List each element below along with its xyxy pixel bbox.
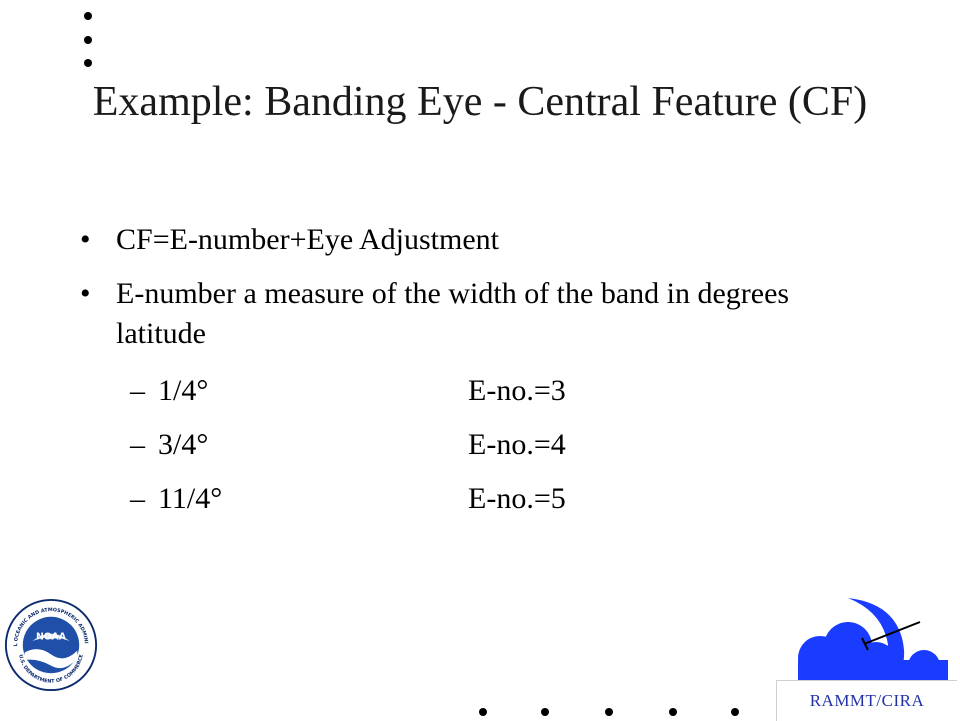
noaa-logo: NATIONAL OCEANIC AND ATMOSPHERIC ADMINIS… [4, 598, 98, 692]
slide-title: Example: Banding Eye - Central Feature (… [92, 79, 868, 125]
bullet-text: CF=E-number+Eye Adjustment [116, 223, 499, 256]
decor-dot [605, 708, 613, 716]
e-number: E-no.=4 [468, 428, 566, 461]
e-number: E-no.=3 [468, 374, 566, 407]
sub-dash: – [130, 374, 145, 407]
decor-dot [84, 59, 92, 67]
band-width: 1/4° [158, 374, 209, 407]
bullet-list: • CF=E-number+Eye Adjustment • E-number … [80, 220, 846, 515]
decor-dot [84, 12, 92, 20]
sub-dash: – [130, 428, 145, 461]
band-width: 11/4° [158, 482, 223, 515]
bullet-mark: • [80, 223, 91, 256]
bullet-item: • CF=E-number+Eye Adjustment [80, 220, 846, 260]
decor-dot [479, 708, 487, 716]
decor-dot [669, 708, 677, 716]
cira-logo [798, 598, 948, 686]
bullet-text: E-number a measure of the width of the b… [116, 277, 790, 350]
decor-dot [541, 708, 549, 716]
cira-label-box: RAMMT/CIRA [776, 680, 957, 721]
decor-dot [84, 36, 92, 44]
e-number: E-no.=5 [468, 482, 566, 515]
cira-label: RAMMT/CIRA [809, 691, 925, 710]
svg-text:NOAA: NOAA [36, 631, 67, 642]
sub-dash: – [130, 482, 145, 515]
bullet-item: • E-number a measure of the width of the… [80, 274, 846, 354]
band-width: 3/4° [158, 428, 209, 461]
decor-dot [731, 708, 739, 716]
bullet-mark: • [80, 277, 91, 310]
